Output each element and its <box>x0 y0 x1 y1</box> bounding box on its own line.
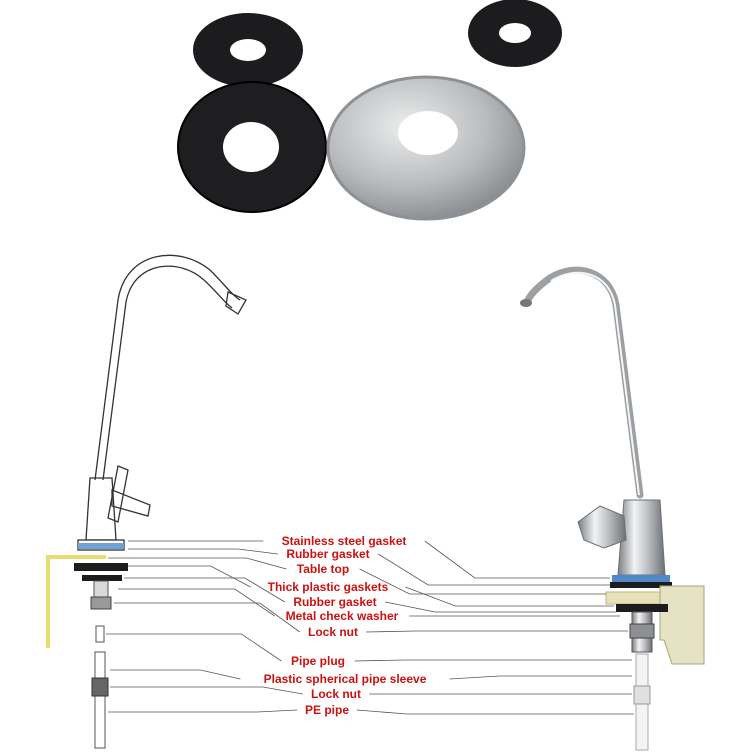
lock-nut-right <box>629 623 655 639</box>
part-label: Metal check washer <box>286 609 399 623</box>
leader-line <box>118 588 276 617</box>
faucet-spout-chrome <box>524 266 644 499</box>
leader-line <box>405 586 614 607</box>
leader-line <box>377 553 610 586</box>
leader-line <box>449 675 632 680</box>
part-label: Pipe plug <box>291 654 345 668</box>
faucet-line-drawing <box>77 254 247 551</box>
part-label: Thick plastic gaskets <box>268 580 389 594</box>
stainless-gasket-left <box>78 543 124 549</box>
faucet-spout-tip <box>225 291 247 315</box>
part-label: Table top <box>297 562 349 576</box>
part-label: Plastic spherical pipe sleeve <box>264 672 427 686</box>
leader-line <box>110 686 303 695</box>
leader-line <box>124 577 286 603</box>
stainless-gasket-right <box>612 575 670 582</box>
faucet-handle-chrome <box>577 505 627 549</box>
gasket-photos <box>177 0 562 221</box>
rubber-gasket-small-right <box>468 0 562 67</box>
pipe-plug-left <box>95 625 105 643</box>
mounting-bracket <box>659 585 705 665</box>
part-label: Lock nut <box>311 687 361 701</box>
leader-line <box>385 601 616 613</box>
leader-line <box>128 548 278 555</box>
pipe-sleeve-right <box>633 685 651 705</box>
leader-line <box>108 709 298 713</box>
stainless-steel-gasket-photo <box>328 77 524 219</box>
leader-line <box>359 568 606 595</box>
rubber-gasket-small-left <box>193 13 303 87</box>
leader-line <box>106 633 282 662</box>
faucet-handle-outline <box>107 465 151 523</box>
part-label: Stainless steel gasket <box>282 534 407 548</box>
table-top-left-outline <box>46 555 50 648</box>
rubber-gasket-left-low <box>82 575 122 581</box>
faucet-photo <box>520 266 705 751</box>
part-label: Lock nut <box>308 625 358 639</box>
faucet-body-outline <box>85 477 117 541</box>
thick-plastic-gasket-left <box>74 563 128 571</box>
leader-line <box>110 669 241 680</box>
leader-line <box>108 557 287 570</box>
thick-plastic-gasket-right <box>616 604 668 612</box>
faucet-spout-outline <box>94 254 241 481</box>
pe-pipe-left <box>94 651 106 749</box>
part-label: PE pipe <box>305 703 349 717</box>
leader-line <box>114 602 301 633</box>
part-label: Rubber gasket <box>286 547 369 561</box>
leader-line <box>366 630 628 633</box>
lock-nut-left <box>90 596 112 610</box>
leader-line <box>356 709 634 715</box>
part-label: Rubber gasket <box>293 595 376 609</box>
leader-line <box>128 565 251 588</box>
table-top-left-top <box>46 555 106 559</box>
rubber-gasket-large-rim <box>177 81 327 213</box>
leader-line <box>354 659 632 662</box>
faucet-spout-chrome-highlight <box>550 271 640 496</box>
rubber-gasket-large <box>178 82 326 212</box>
pipe-sleeve-left <box>91 677 109 697</box>
gasket-right <box>610 582 672 588</box>
steel-gasket-rim <box>326 75 526 221</box>
leader-line <box>424 540 610 579</box>
faucet-spout-tip-photo <box>520 299 532 307</box>
